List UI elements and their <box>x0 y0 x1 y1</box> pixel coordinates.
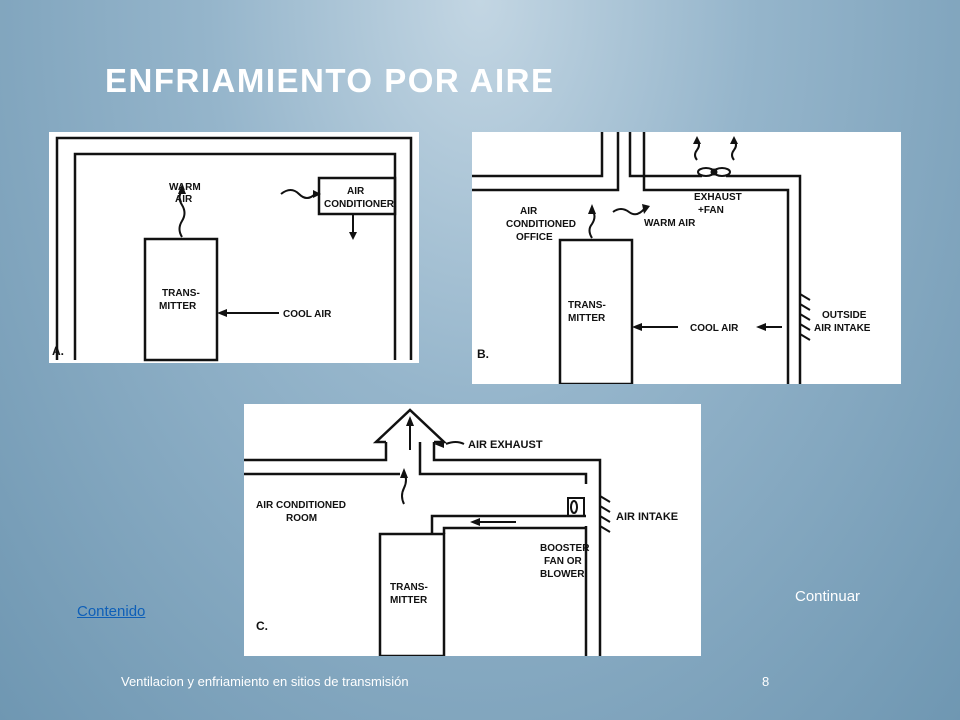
fan-intake-arrowhead <box>642 204 650 214</box>
panel-c-label: C. <box>256 619 268 633</box>
transmitter-label-1: TRANS- <box>162 288 200 299</box>
warm-air-rising-arrow <box>588 209 596 239</box>
cool-air-label: COOL AIR <box>690 323 739 334</box>
exhaust-arrowhead-2 <box>730 136 738 144</box>
cool-air-arrowhead <box>217 309 227 317</box>
booster-duct-bottom <box>442 526 586 534</box>
transmitter-box <box>558 238 634 384</box>
warm-air-label-1: WARM <box>169 182 201 193</box>
office-wall-inner <box>472 132 620 192</box>
air-exhaust-label: AIR EXHAUST <box>468 439 543 451</box>
exhaust-label-1: EXHAUST <box>694 192 742 203</box>
room-ceiling-outer-right <box>432 442 602 656</box>
figure-a-diagram: WARM AIR AIR CONDITIONER TRANS- MITTER C… <box>52 136 413 362</box>
room-label-2: ROOM <box>286 513 317 524</box>
room-outer-wall <box>55 136 413 360</box>
booster-duct-top <box>430 514 586 534</box>
panel-b-label: B. <box>477 347 489 361</box>
transmitter-label-1: TRANS- <box>568 300 606 311</box>
office-wall-outer <box>472 132 604 178</box>
exhaust-pointer-arrowhead <box>434 440 444 448</box>
warm-air-arrowhead <box>588 204 596 214</box>
room-ceiling-outer-left <box>244 442 388 462</box>
booster-fan-icon <box>567 497 585 517</box>
figure-a-air-conditioner: WARM AIR AIR CONDITIONER TRANS- MITTER C… <box>49 132 419 363</box>
transmitter-label-1: TRANS- <box>390 582 428 593</box>
exhaust-pointer <box>445 441 465 445</box>
transmitter-box <box>143 237 219 362</box>
outside-intake-label-2: AIR INTAKE <box>814 323 871 334</box>
office-label-3: OFFICE <box>516 232 553 243</box>
ac-label-2: CONDITIONER <box>324 199 395 210</box>
contenido-link[interactable]: Contenido <box>77 603 146 620</box>
exhaust-arrowhead <box>406 416 414 426</box>
ac-label-1: AIR <box>347 186 365 197</box>
office-label-2: CONDITIONED <box>506 219 576 230</box>
warm-air-to-ac-arrow <box>280 189 316 199</box>
warm-air-arrowhead <box>400 468 408 478</box>
office-label-1: AIR <box>520 206 538 217</box>
cool-air-label: COOL AIR <box>283 309 332 320</box>
exhaust-fan-icon <box>697 167 731 177</box>
slide-title: ENFRIAMIENTO POR AIRE <box>105 62 555 99</box>
panel-a-label: A. <box>52 344 64 358</box>
air-intake-louvers <box>599 495 611 533</box>
room-label-1: AIR CONDITIONED <box>256 500 346 511</box>
air-conditioner-box <box>317 176 397 216</box>
booster-flow-arrowhead <box>470 518 480 526</box>
duct-wall-inner <box>642 132 790 384</box>
warm-air-to-fan-arrow <box>612 207 646 216</box>
warm-air-label: WARM AIR <box>644 218 696 229</box>
transmitter-box <box>378 532 446 656</box>
outside-air-louvers <box>799 293 811 341</box>
page-number: 8 <box>762 674 770 689</box>
figure-c-diagram: AIR EXHAUST AIR CONDITIONED ROOM AIR INT… <box>244 408 678 656</box>
booster-label-2: FAN OR <box>544 556 583 567</box>
exhaust-arrowhead-1 <box>693 136 701 144</box>
figure-c-booster-fan: AIR EXHAUST AIR CONDITIONED ROOM AIR INT… <box>244 404 701 656</box>
outside-intake-label-1: OUTSIDE <box>822 310 867 321</box>
footer-text: Ventilacion y enfriamiento en sitios de … <box>121 674 409 689</box>
transmitter-label-2: MITTER <box>568 313 606 324</box>
cool-air-arrowhead <box>632 323 642 331</box>
continuar-button[interactable]: Continuar <box>795 588 861 605</box>
figure-b-diagram: AIR CONDITIONED OFFICE EXHAUST +FAN WARM… <box>472 132 871 384</box>
booster-label-1: BOOSTER <box>540 543 590 554</box>
warm-air-rising-arrow <box>178 190 186 238</box>
room-ceiling-inner-right <box>418 442 588 484</box>
intake-arrowhead <box>756 323 766 331</box>
warm-air-arrowhead <box>178 184 186 194</box>
transmitter-label-2: MITTER <box>159 301 197 312</box>
ac-output-arrowhead <box>349 232 357 240</box>
figure-b-exhaust-fan: AIR CONDITIONED OFFICE EXHAUST +FAN WARM… <box>472 132 901 384</box>
air-intake-label: AIR INTAKE <box>616 511 678 523</box>
exhaust-label-2: +FAN <box>698 205 724 216</box>
booster-label-3: BLOWER <box>540 569 585 580</box>
warm-air-label-2: AIR <box>175 194 193 205</box>
ac-intake-arrowhead <box>313 190 321 198</box>
transmitter-label-2: MITTER <box>390 595 428 606</box>
room-inner-wall <box>73 152 397 360</box>
